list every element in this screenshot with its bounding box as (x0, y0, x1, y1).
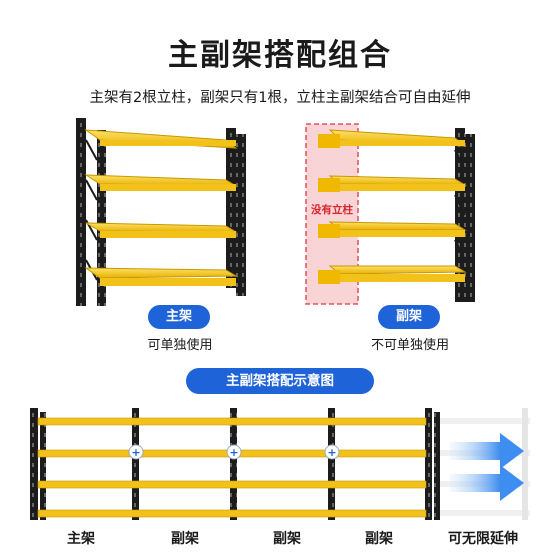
connector-plus-2-symbol: + (229, 446, 238, 459)
diagram-label-sub-3: 副架 (365, 531, 393, 547)
sub-rack-shelf-2 (328, 175, 467, 186)
diagram-upright-5 (425, 408, 432, 520)
connector-plus-1-symbol: + (131, 446, 140, 459)
combination-diagram: + + + (30, 408, 530, 520)
extension-arrow-2-head (500, 465, 524, 501)
sub-rack-shelf-4 (328, 265, 467, 275)
sub-rack-badge: 副架 (378, 305, 440, 329)
connector-plus-3 (324, 444, 340, 460)
main-rack-shelf-4 (84, 267, 238, 279)
diagram-shelf-row-3 (37, 480, 427, 489)
main-rack-shelf-3-front (100, 231, 236, 238)
diagram-label-sub-2: 副架 (273, 531, 301, 547)
sub-rack-caption: 不可单独使用 (370, 338, 449, 353)
sub-rack-shelf-1-front (340, 140, 465, 146)
sub-rack-hook-4 (318, 270, 340, 284)
diagram-label-sub-1: 副架 (171, 531, 199, 547)
sub-rack-shelf-3-front (340, 230, 465, 237)
connector-plus-3-symbol: + (327, 446, 336, 459)
main-rack-shelf-3 (85, 222, 238, 233)
main-rack-back-right-upright (226, 128, 236, 288)
sub-rack-bracing (454, 149, 466, 261)
diagram-ghost-extension (440, 408, 530, 520)
diagram-connectors: + + + (128, 444, 340, 460)
diagram-title-badge: 主副架搭配示意图 (186, 368, 374, 394)
diagram-upright-1b (40, 412, 46, 520)
sub-rack-shelf-3 (328, 221, 467, 231)
main-rack-badge: 主架 (148, 305, 210, 329)
sub-rack-shelf-4-front (340, 274, 465, 282)
diagram-label-extend: 可无限延伸 (448, 531, 518, 547)
sub-rack-hook-3 (318, 224, 340, 238)
diagram-upright-2 (132, 408, 139, 520)
extension-arrow-1-shaft (450, 442, 500, 460)
diagram-upright-5b (434, 412, 440, 520)
diagram-label-main: 主架 (67, 531, 95, 547)
diagram-upright-4 (328, 408, 335, 520)
extension-arrow-1-head (500, 433, 524, 469)
main-rack-shelf-2-front (100, 184, 236, 191)
connector-plus-2 (226, 444, 242, 460)
sub-rack-back-right-upright (455, 128, 465, 302)
ghost-upright (522, 408, 528, 520)
diagram-shelf-row-4 (37, 509, 427, 518)
page-title: 主副架搭配组合 (168, 38, 392, 73)
diagram-upright-1 (30, 408, 38, 520)
sub-rack-hook-2 (318, 178, 340, 192)
main-rack-back-left-upright (76, 118, 86, 306)
main-rack-caption: 可单独使用 (147, 338, 213, 353)
main-rack-shelf-1-front (100, 140, 236, 146)
sub-rack-illustration: 没有立柱 (305, 123, 475, 305)
sub-rack-hook-1 (318, 134, 340, 148)
sub-rack-front-right-upright (465, 134, 475, 302)
sub-rack-shelf-2-front (340, 184, 465, 191)
extension-arrows (450, 433, 524, 501)
main-rack-front-right-upright (236, 134, 246, 296)
diagram-uprights (30, 408, 440, 520)
page-subtitle: 主架有2根立柱，副架只有1根，立柱主副架结合可自由延伸 (89, 90, 471, 106)
ghost-shelf-4 (440, 510, 530, 516)
diagram-shelf-row-1 (37, 417, 427, 426)
main-rack-illustration (76, 118, 246, 306)
sub-rack-shelves (318, 129, 467, 284)
missing-upright-label: 没有立柱 (311, 203, 353, 216)
main-rack-bracing (85, 139, 98, 281)
extension-arrow-2-shaft (450, 474, 500, 492)
main-rack-shelf-4-front (100, 278, 236, 286)
diagram-upright-3 (230, 408, 237, 520)
main-rack-shelves (84, 129, 238, 286)
connector-plus-1 (128, 444, 144, 460)
ghost-shelf-1 (440, 418, 530, 424)
main-rack-front-left-upright (97, 130, 106, 306)
